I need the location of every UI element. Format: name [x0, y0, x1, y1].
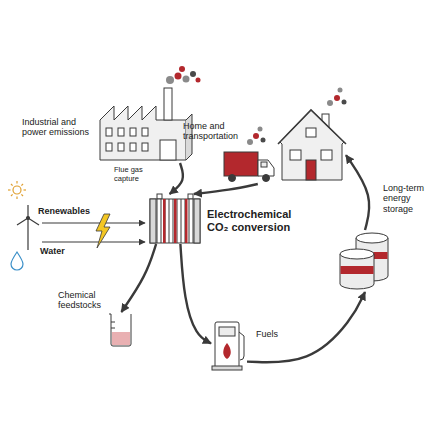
sun-icon: [8, 181, 26, 199]
fuel-output: Fuels: [211, 320, 247, 372]
fuel-pump-icon: [212, 322, 244, 370]
node-label: Long-term energy storage: [383, 183, 428, 214]
renewables-arrow: [42, 222, 145, 223]
emission-source: Industrial and power emissionsFlue gas c…: [95, 85, 195, 163]
storage-tanks-icon: [340, 233, 388, 289]
input-label: Renewables: [38, 206, 90, 216]
node-label: Industrial and power emissions: [22, 117, 96, 138]
feedstock-output: Chemical feedstocks: [106, 312, 134, 348]
node-label: Chemical feedstocks: [58, 290, 104, 311]
node-label: Home and transportation: [183, 121, 243, 142]
flow-arrow: [247, 292, 365, 362]
flow-arrow: [180, 244, 211, 343]
conversion-unit: Electrochemical CO₂ conversion: [148, 194, 202, 244]
flow-arrow: [170, 163, 183, 194]
beaker-icon: [109, 314, 131, 346]
energy-storage: Long-term energy storage: [338, 230, 392, 292]
node-sublabel: Flue gas capture: [114, 166, 158, 183]
wind-turbine-icon: [17, 205, 39, 250]
electrolyzer-stack: [150, 194, 200, 243]
node-label: Electrochemical CO₂ conversion: [207, 208, 303, 233]
flow-arrow: [346, 155, 369, 230]
flow-arrow: [121, 244, 156, 312]
end-use: Home and transportation: [220, 108, 346, 184]
node-label: Fuels: [256, 329, 296, 339]
lightning-bolt: [96, 214, 110, 248]
water-arrow: [42, 241, 145, 242]
water-drop-icon: [11, 252, 23, 270]
truck-icon: [224, 152, 274, 182]
factory-icon: [100, 88, 192, 160]
input-label: Water: [40, 246, 65, 256]
flow-arrow: [194, 184, 258, 194]
house-icon: [278, 110, 346, 180]
